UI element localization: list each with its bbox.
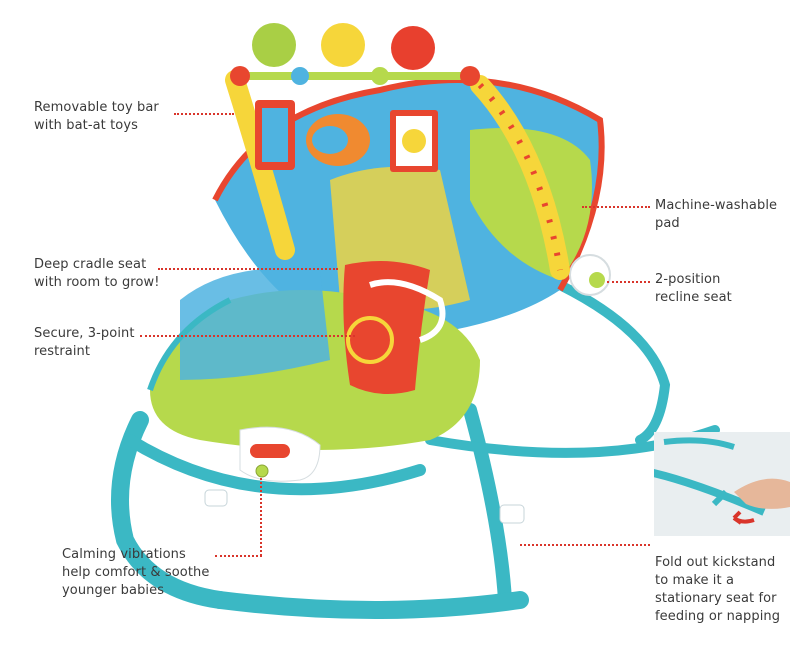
leader-restraint: [140, 335, 355, 337]
leader-vibrations-vertical: [260, 478, 262, 556]
leader-kickstand: [520, 544, 650, 546]
toy-card-giraffe-inner: [262, 108, 288, 162]
toy-bead-4: [460, 66, 480, 86]
toy-disc-yellow: [321, 23, 365, 67]
kickstand-inset-illustration: [654, 432, 790, 536]
callout-recline: 2-position recline seat: [655, 272, 732, 305]
rocker-joint: [499, 504, 525, 524]
callout-kickstand: Fold out kickstand to make it a stationa…: [655, 555, 781, 624]
restraint-buckle: [369, 279, 446, 343]
rocker-rear-leg: [463, 403, 512, 607]
vibration-button: [255, 464, 269, 478]
callout-restraint: Secure, 3-point restraint: [34, 326, 135, 359]
leader-pad: [582, 206, 650, 208]
callout-vibrations: Calming vibrations help comfort & soothe…: [62, 547, 210, 598]
seat-cushion-rim: [147, 297, 232, 391]
callout-cradle: Deep cradle seat with room to grow!: [34, 257, 160, 290]
restraint-circle: [346, 316, 394, 364]
rocker-base: [211, 591, 529, 619]
toy-bead-2: [291, 67, 309, 85]
rocker-front-leg: [111, 411, 229, 609]
kickstand-inset-photo: [654, 432, 790, 536]
rocker-joint-left: [204, 489, 228, 507]
callout-toy-bar: Removable toy bar with bat-at toys: [34, 100, 159, 133]
toy-elephant-face: [312, 126, 348, 154]
toy-disc-green: [252, 23, 296, 67]
callout-pad: Machine-washable pad: [655, 198, 778, 231]
leader-toy-bar: [174, 113, 234, 115]
toy-bar-right-arm: [470, 75, 570, 280]
leader-vibrations: [215, 555, 262, 557]
toy-bead-1: [230, 66, 250, 86]
leader-cradle: [158, 268, 338, 270]
vibration-logo-badge: [250, 444, 290, 458]
toy-disc-red: [391, 26, 435, 70]
seat-cushion-blue: [180, 268, 330, 380]
leader-recline: [607, 281, 650, 283]
toy-bead-3: [371, 67, 389, 85]
recline-hinge-center: [589, 272, 605, 288]
recline-hinge: [569, 254, 611, 296]
rocker-back-arc: [555, 280, 671, 445]
toy-bar-rail: [235, 72, 480, 80]
rocker-front-arc: [124, 434, 426, 496]
toy-lion-face: [402, 129, 426, 153]
